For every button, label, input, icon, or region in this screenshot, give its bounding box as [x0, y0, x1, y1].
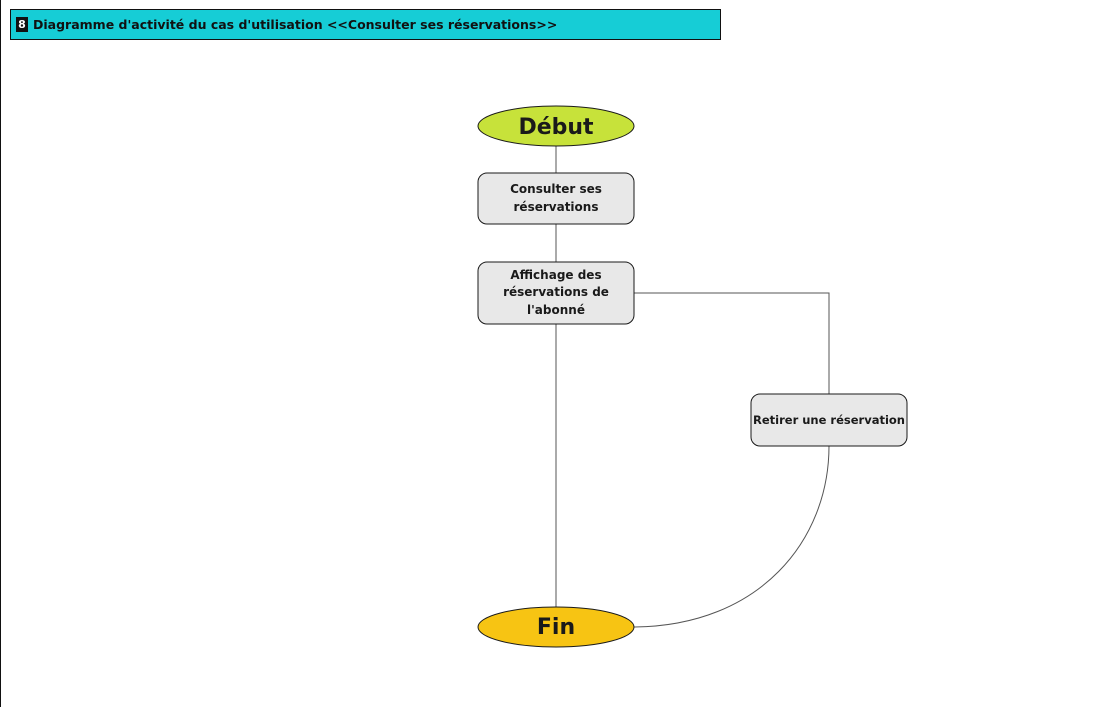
activity-label-line: réservations de [503, 285, 609, 299]
canvas-left-border [0, 0, 1, 707]
activity-label-line: réservations [514, 200, 599, 214]
activity-box [477, 172, 635, 225]
connector-display-to-remove[interactable] [634, 292, 830, 394]
activity-affichage-reservations[interactable]: Affichage des réservations de l'abonné [477, 261, 635, 325]
frame-title: Diagramme d'activité du cas d'utilisatio… [33, 17, 558, 32]
frame-header[interactable]: 8 Diagramme d'activité du cas d'utilisat… [10, 9, 721, 40]
connector-remove-to-end[interactable] [633, 445, 830, 628]
activity-label-line: l'abonné [527, 303, 585, 317]
start-node[interactable]: Début [477, 105, 635, 147]
activity-retirer-reservation[interactable]: Retirer une réservation [750, 393, 908, 447]
frame-number-badge: 8 [16, 17, 28, 32]
activity-box [477, 261, 635, 325]
activity-label-line: Consulter ses [510, 182, 602, 196]
start-ellipse [477, 105, 635, 147]
end-node[interactable]: Fin [477, 606, 635, 648]
activity-label-line: Affichage des [510, 268, 601, 282]
activity-label-line: Retirer une réservation [753, 413, 905, 427]
activity-box [750, 393, 908, 447]
end-label: Fin [537, 615, 575, 640]
activity-consulter-reservations[interactable]: Consulter ses réservations [477, 172, 635, 225]
end-ellipse [477, 606, 635, 648]
start-label: Début [518, 115, 594, 140]
